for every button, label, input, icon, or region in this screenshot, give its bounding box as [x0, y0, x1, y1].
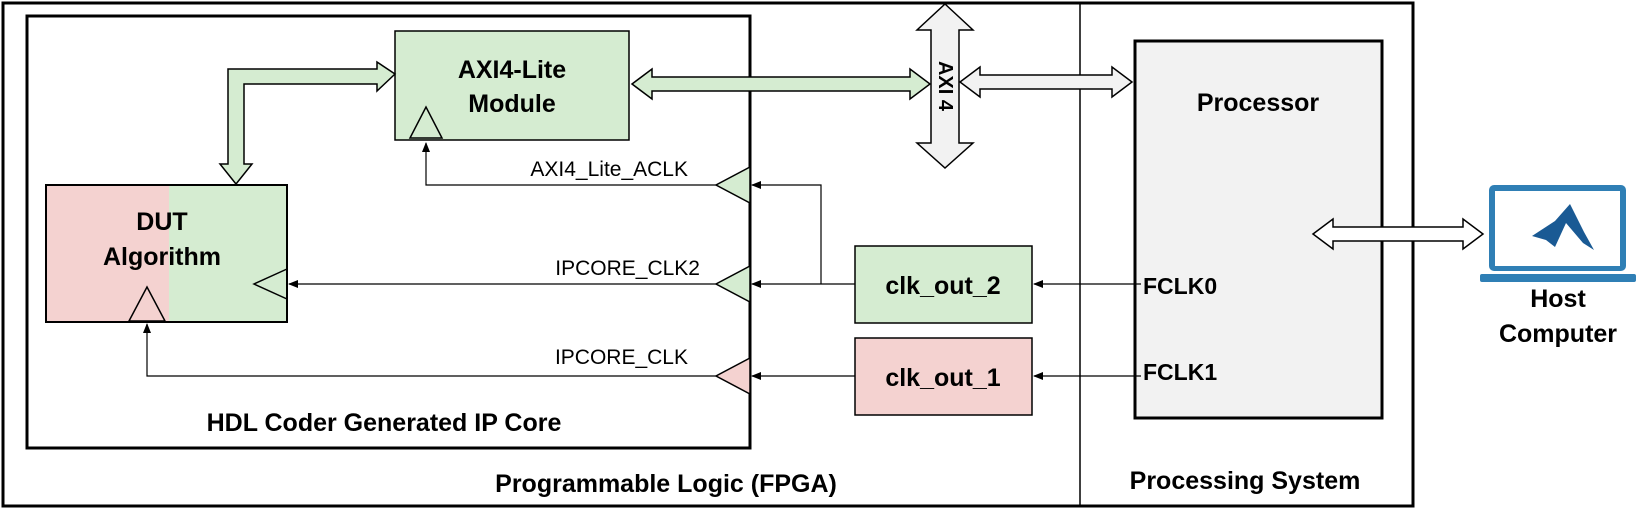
processor-host-block-arrow [1311, 217, 1485, 251]
clk1-internal-line [143, 323, 716, 377]
clk-out-2-label: clk_out_2 [885, 272, 1000, 300]
laptop-base [1480, 274, 1636, 282]
bus-processor-block-arrow [958, 65, 1134, 99]
host-label-1: Host [1530, 285, 1586, 313]
dut-pink-half [46, 185, 169, 322]
processing-system-label: Processing System [1130, 467, 1361, 495]
clkout2-to-aclk-line [751, 181, 822, 284]
processor-label: Processor [1197, 89, 1320, 117]
matlab-logo-shape [1532, 204, 1594, 250]
clk2-port-triangle [714, 264, 751, 304]
clk2-signal-label: IPCORE_CLK2 [555, 257, 700, 280]
clk1-port-triangle [714, 356, 751, 396]
aclk-signal-label: AXI4_Lite_ACLK [530, 158, 688, 181]
axi4-bus-arrow [915, 2, 975, 170]
ip-core-label: HDL Coder Generated IP Core [207, 409, 562, 437]
aclk-internal-line [422, 142, 716, 186]
clk1-signal-label: IPCORE_CLK [555, 346, 688, 369]
axi-lite-bus-block-arrow [630, 67, 932, 101]
fclk0-label: FCLK0 [1143, 273, 1217, 299]
axi4-lite-clock-triangle [408, 105, 444, 139]
axi4-lite-module [394, 30, 630, 141]
clk-out-1-block [854, 337, 1033, 416]
clk-out-1-label: clk_out_1 [885, 364, 1000, 392]
system-boundary [1, 1, 1415, 508]
host-label-2: Computer [1499, 320, 1617, 348]
fclk1-label: FCLK1 [1143, 359, 1217, 385]
dut-green-half [169, 185, 287, 322]
dut-algorithm-block [45, 184, 288, 323]
dut-clock-triangle-bottom [127, 285, 167, 322]
axi4-lite-module-label-1: AXI4-Lite [458, 56, 566, 84]
laptop-icon [1480, 185, 1636, 282]
dut-label-1: DUT [136, 208, 187, 236]
matlab-logo-icon [1532, 204, 1594, 250]
dut-label-2: Algorithm [103, 243, 221, 271]
axi-dut-block-arrow [218, 60, 397, 186]
clk-out-2-block [854, 245, 1033, 324]
aclk-port-triangle [714, 165, 751, 205]
axi4-lite-module-label-2: Module [468, 90, 556, 118]
axi4-bus-label: AXI 4 [934, 61, 956, 112]
programmable-logic-label: Programmable Logic (FPGA) [495, 470, 837, 498]
dut-clock-triangle-right [252, 267, 288, 301]
